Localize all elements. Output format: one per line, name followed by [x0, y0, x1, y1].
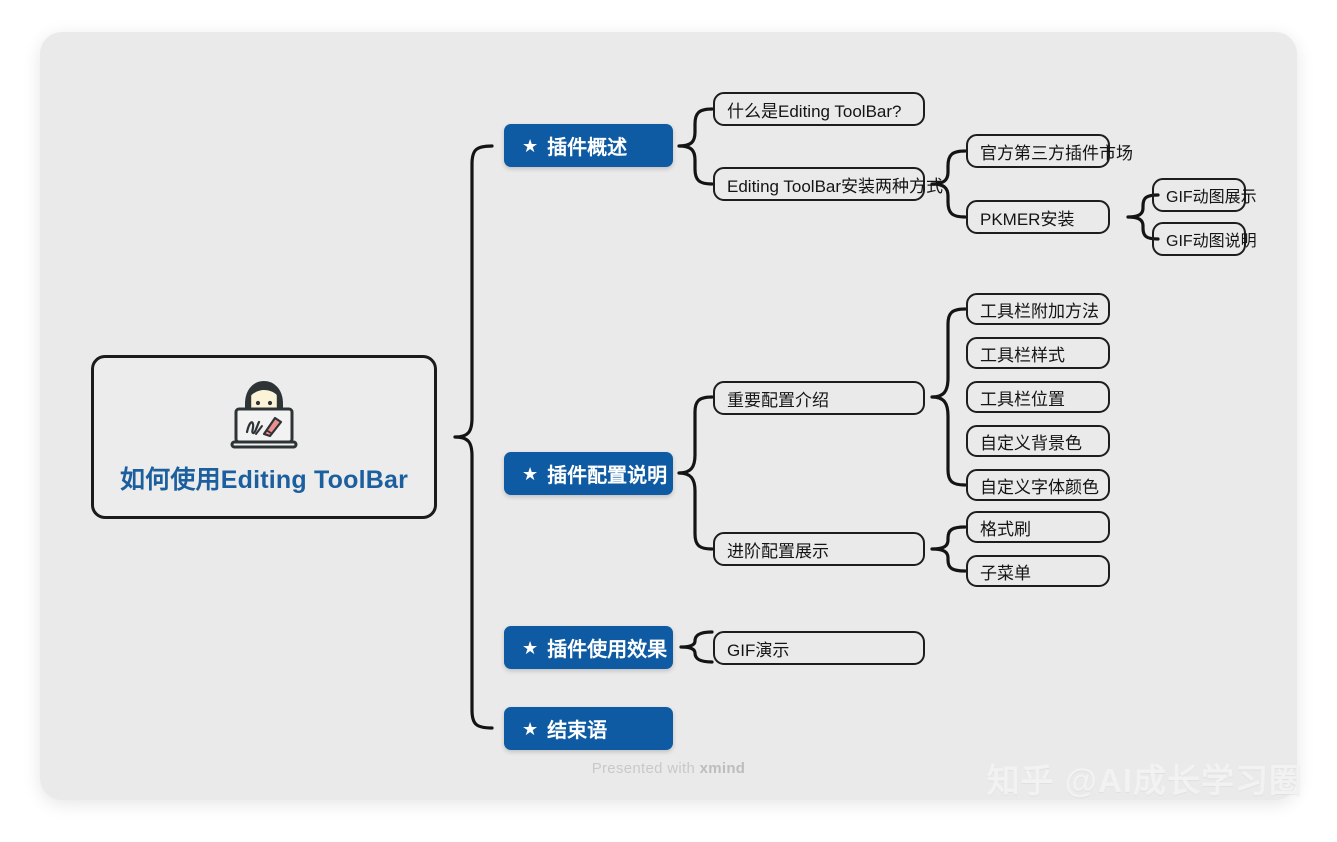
branch-node-plugin-config[interactable]: ★ 插件配置说明	[504, 452, 673, 495]
node-gif-demo-display[interactable]: GIF动图展示	[1152, 178, 1257, 212]
node-label: 什么是Editing ToolBar?	[727, 101, 902, 121]
brace-effect	[679, 630, 714, 664]
root-title: 如何使用Editing ToolBar	[119, 466, 409, 494]
star-icon: ★	[522, 637, 539, 658]
node-label: 官方第三方插件市场	[980, 143, 1133, 163]
node-official-plugin-market[interactable]: 官方第三方插件市场	[966, 134, 1133, 168]
star-icon: ★	[522, 463, 539, 484]
node-what-is-editing-toolbar[interactable]: 什么是Editing ToolBar?	[713, 92, 925, 126]
root-node[interactable]: 如何使用Editing ToolBar	[91, 355, 437, 519]
branch-node-plugin-effect[interactable]: ★ 插件使用效果	[504, 626, 673, 669]
brace-important-config	[930, 307, 967, 487]
node-label: GIF动图说明	[1166, 233, 1257, 250]
node-label: 子菜单	[980, 563, 1031, 583]
node-label: 重要配置介绍	[727, 390, 829, 410]
node-label: PKMER安装	[980, 209, 1075, 229]
credit-brand: xmind	[699, 760, 746, 777]
node-label: GIF演示	[727, 640, 790, 660]
node-install-methods[interactable]: Editing ToolBar安装两种方式	[713, 167, 943, 201]
branch-node-plugin-overview[interactable]: ★ 插件概述	[504, 124, 673, 167]
node-label: GIF动图展示	[1166, 189, 1257, 206]
node-label: 工具栏样式	[980, 345, 1065, 365]
node-format-painter[interactable]: 格式刷	[966, 511, 1110, 543]
node-custom-font-color[interactable]: 自定义字体颜色	[966, 469, 1110, 501]
xmind-credit: Presented with xmind	[0, 760, 1337, 777]
node-gif-demo-explanation[interactable]: GIF动图说明	[1152, 222, 1257, 256]
node-toolbar-attach-method[interactable]: 工具栏附加方法	[966, 293, 1110, 325]
node-label: 工具栏位置	[980, 389, 1065, 409]
brace-root	[453, 144, 494, 730]
node-label: 工具栏附加方法	[980, 301, 1099, 321]
node-toolbar-style[interactable]: 工具栏样式	[966, 337, 1110, 369]
node-label: 自定义字体颜色	[980, 477, 1099, 497]
branch-label: 插件配置说明	[547, 465, 668, 487]
node-advanced-config[interactable]: 进阶配置展示	[713, 532, 925, 566]
branch-label: 插件概述	[547, 137, 628, 159]
node-pkmer-install[interactable]: PKMER安装	[966, 200, 1110, 234]
person-at-laptop-writing-icon	[230, 381, 298, 449]
node-toolbar-position[interactable]: 工具栏位置	[966, 381, 1110, 413]
node-custom-background-color[interactable]: 自定义背景色	[966, 425, 1110, 457]
branch-node-conclusion[interactable]: ★ 结束语	[504, 707, 673, 750]
node-submenu[interactable]: 子菜单	[966, 555, 1110, 587]
brace-advanced-config	[930, 525, 967, 573]
node-label: 自定义背景色	[980, 433, 1082, 453]
node-label: Editing ToolBar安装两种方式	[727, 176, 944, 196]
node-label: 格式刷	[980, 519, 1031, 539]
node-label: 进阶配置展示	[727, 541, 829, 561]
star-icon: ★	[522, 718, 539, 739]
branch-label: 结束语	[547, 720, 608, 742]
credit-prefix: Presented with	[591, 760, 700, 777]
brace-config	[677, 395, 714, 551]
star-icon: ★	[522, 135, 539, 156]
node-gif-presentation[interactable]: GIF演示	[713, 631, 925, 665]
zhihu-watermark: 知乎 @AI成长学习圈	[986, 762, 1303, 799]
node-important-config[interactable]: 重要配置介绍	[713, 381, 925, 415]
branch-label: 插件使用效果	[547, 639, 668, 661]
brace-overview	[677, 107, 714, 186]
